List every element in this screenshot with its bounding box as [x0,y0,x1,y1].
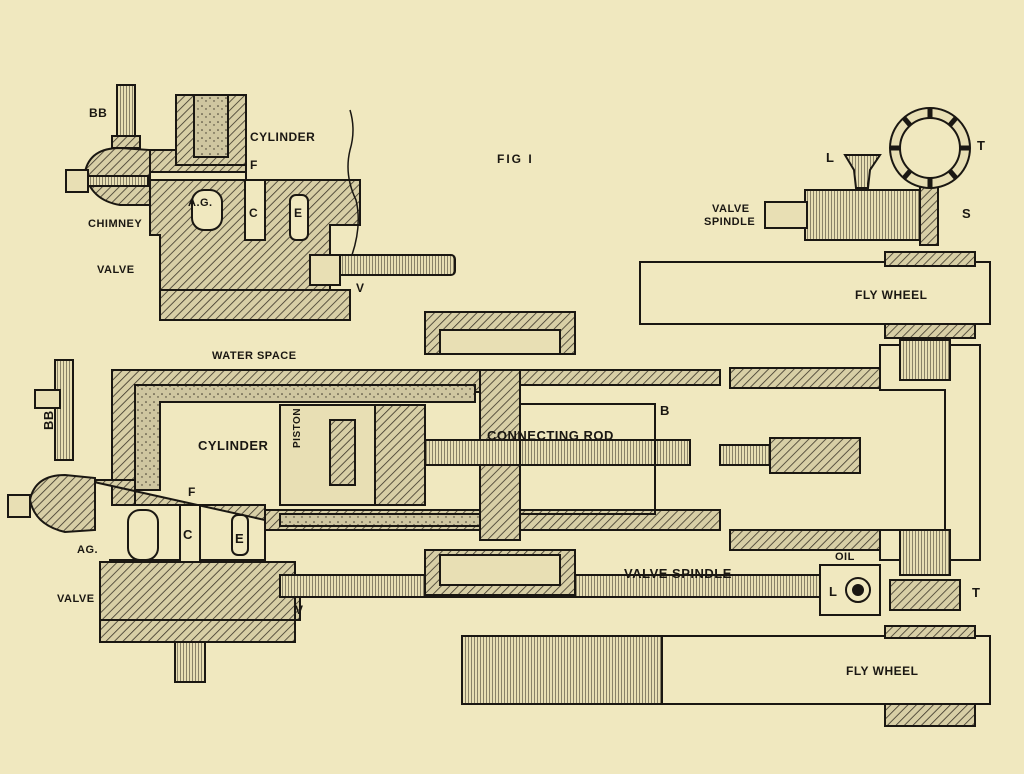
label-oil: OIL [835,551,855,563]
label-fly-wheel-bottom: FLY WHEEL [846,664,919,678]
main-cylinder-section [7,311,981,683]
valve-spindle-detail [764,107,971,246]
label-fly-wheel-top: FLY WHEEL [855,288,928,302]
label-s: S [962,206,972,221]
label-l-bottom: L [829,584,838,599]
label-top-e: E [294,206,303,220]
label-main-v: V [295,603,304,617]
label-water-space: WATER SPACE [212,350,297,362]
label-top-chimney: CHIMNEY [88,218,143,230]
label-connecting-rod: CONNECTING ROD [487,428,614,443]
label-valve-spindle-small-2: SPINDLE [704,216,756,228]
main-bb-pipe [54,359,74,461]
fly-wheel-top [639,251,991,339]
connecting-rod [424,439,691,466]
label-top-bb: BB [89,106,108,120]
label-l-top: L [826,150,835,165]
label-t-bottom: T [972,585,981,600]
label-top-valve: VALVE [97,264,135,276]
label-b: B [660,403,670,418]
label-top-ag: A.G. [188,197,213,209]
label-cylinder-main: CYLINDER [198,438,269,453]
label-valve-spindle-small-1: VALVE [712,203,750,215]
label-main-ag: AG. [77,544,99,556]
label-t-top: T [977,138,986,153]
crank [879,344,981,561]
label-main-valve: VALVE [57,593,95,605]
lubricator-cup [843,154,882,189]
top-bb-pipe [116,84,136,141]
top-cylinder-section [65,84,456,321]
label-main-bb: BB [41,410,56,430]
spindle-body [804,189,921,241]
top-cylinder-bore [193,94,229,158]
top-valve-chest [159,289,351,321]
label-top-cylinder: CYLINDER [250,130,316,144]
label-main-f: F [188,485,196,499]
main-chimney [28,473,96,534]
label-top-f: F [250,158,258,172]
label-top-v: V [356,281,365,295]
figure-title: FIG I [497,152,534,166]
gear-wheel-top [889,107,971,189]
label-top-c: C [249,206,259,220]
label-valve-spindle-main: VALVE SPINDLE [624,566,732,581]
fly-wheel-bottom [461,625,991,727]
label-piston: PISTON [292,407,303,448]
label-main-c: C [183,527,193,542]
label-main-e: E [235,531,245,546]
